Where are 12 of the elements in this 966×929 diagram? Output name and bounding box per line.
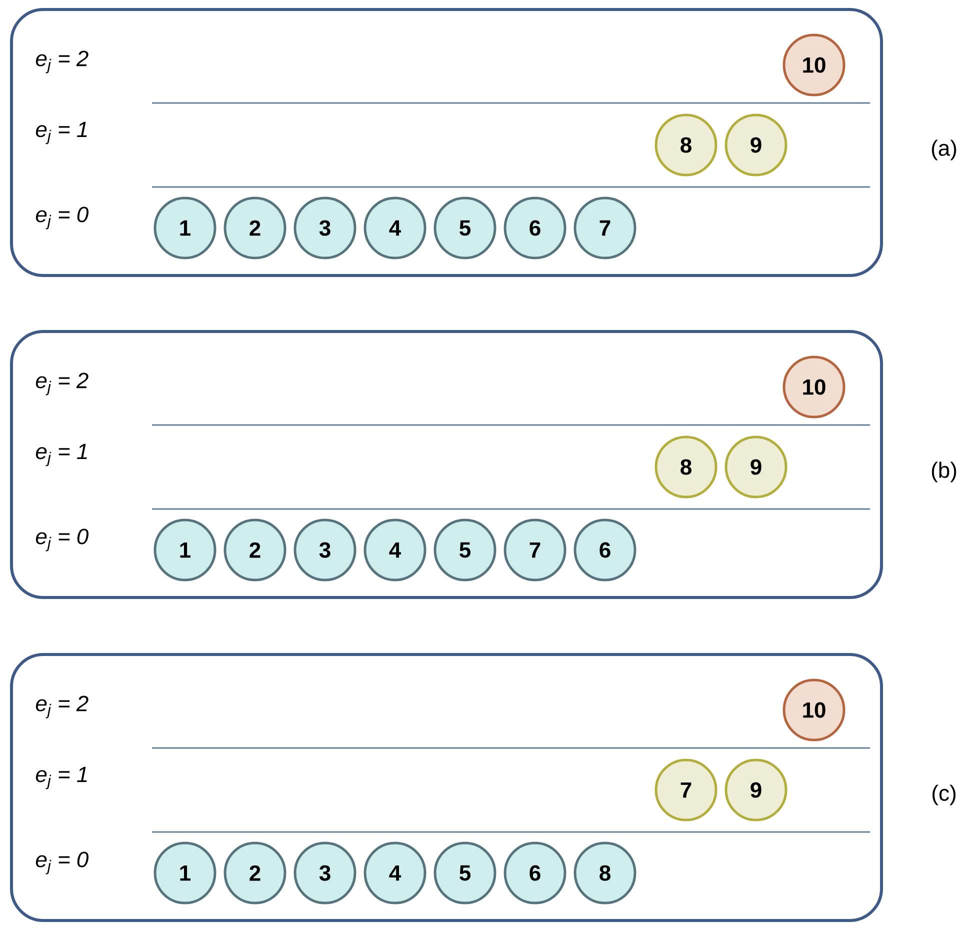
row-label: e$_{j}$ = 1 [36,766,87,790]
panel-label: (a) [932,140,956,160]
row-label: e$_{j}$ = 0 [36,528,88,552]
row-label: e$_{j}$ = 2 [36,50,88,74]
row-label: e$_{j}$ = 1 [36,122,87,144]
panel-label: (c) [932,784,956,806]
row-label: e$_{j}$ = 2 [36,696,88,718]
row-label: e$_{j}$ = 2 [36,372,88,396]
row-label: e$_{j}$ = 0 [36,206,88,230]
panel-label: (b) [932,462,956,482]
row-label: e$_{j}$ = 1 [36,444,87,466]
row-label: e$_{j}$ = 0 [36,852,88,874]
